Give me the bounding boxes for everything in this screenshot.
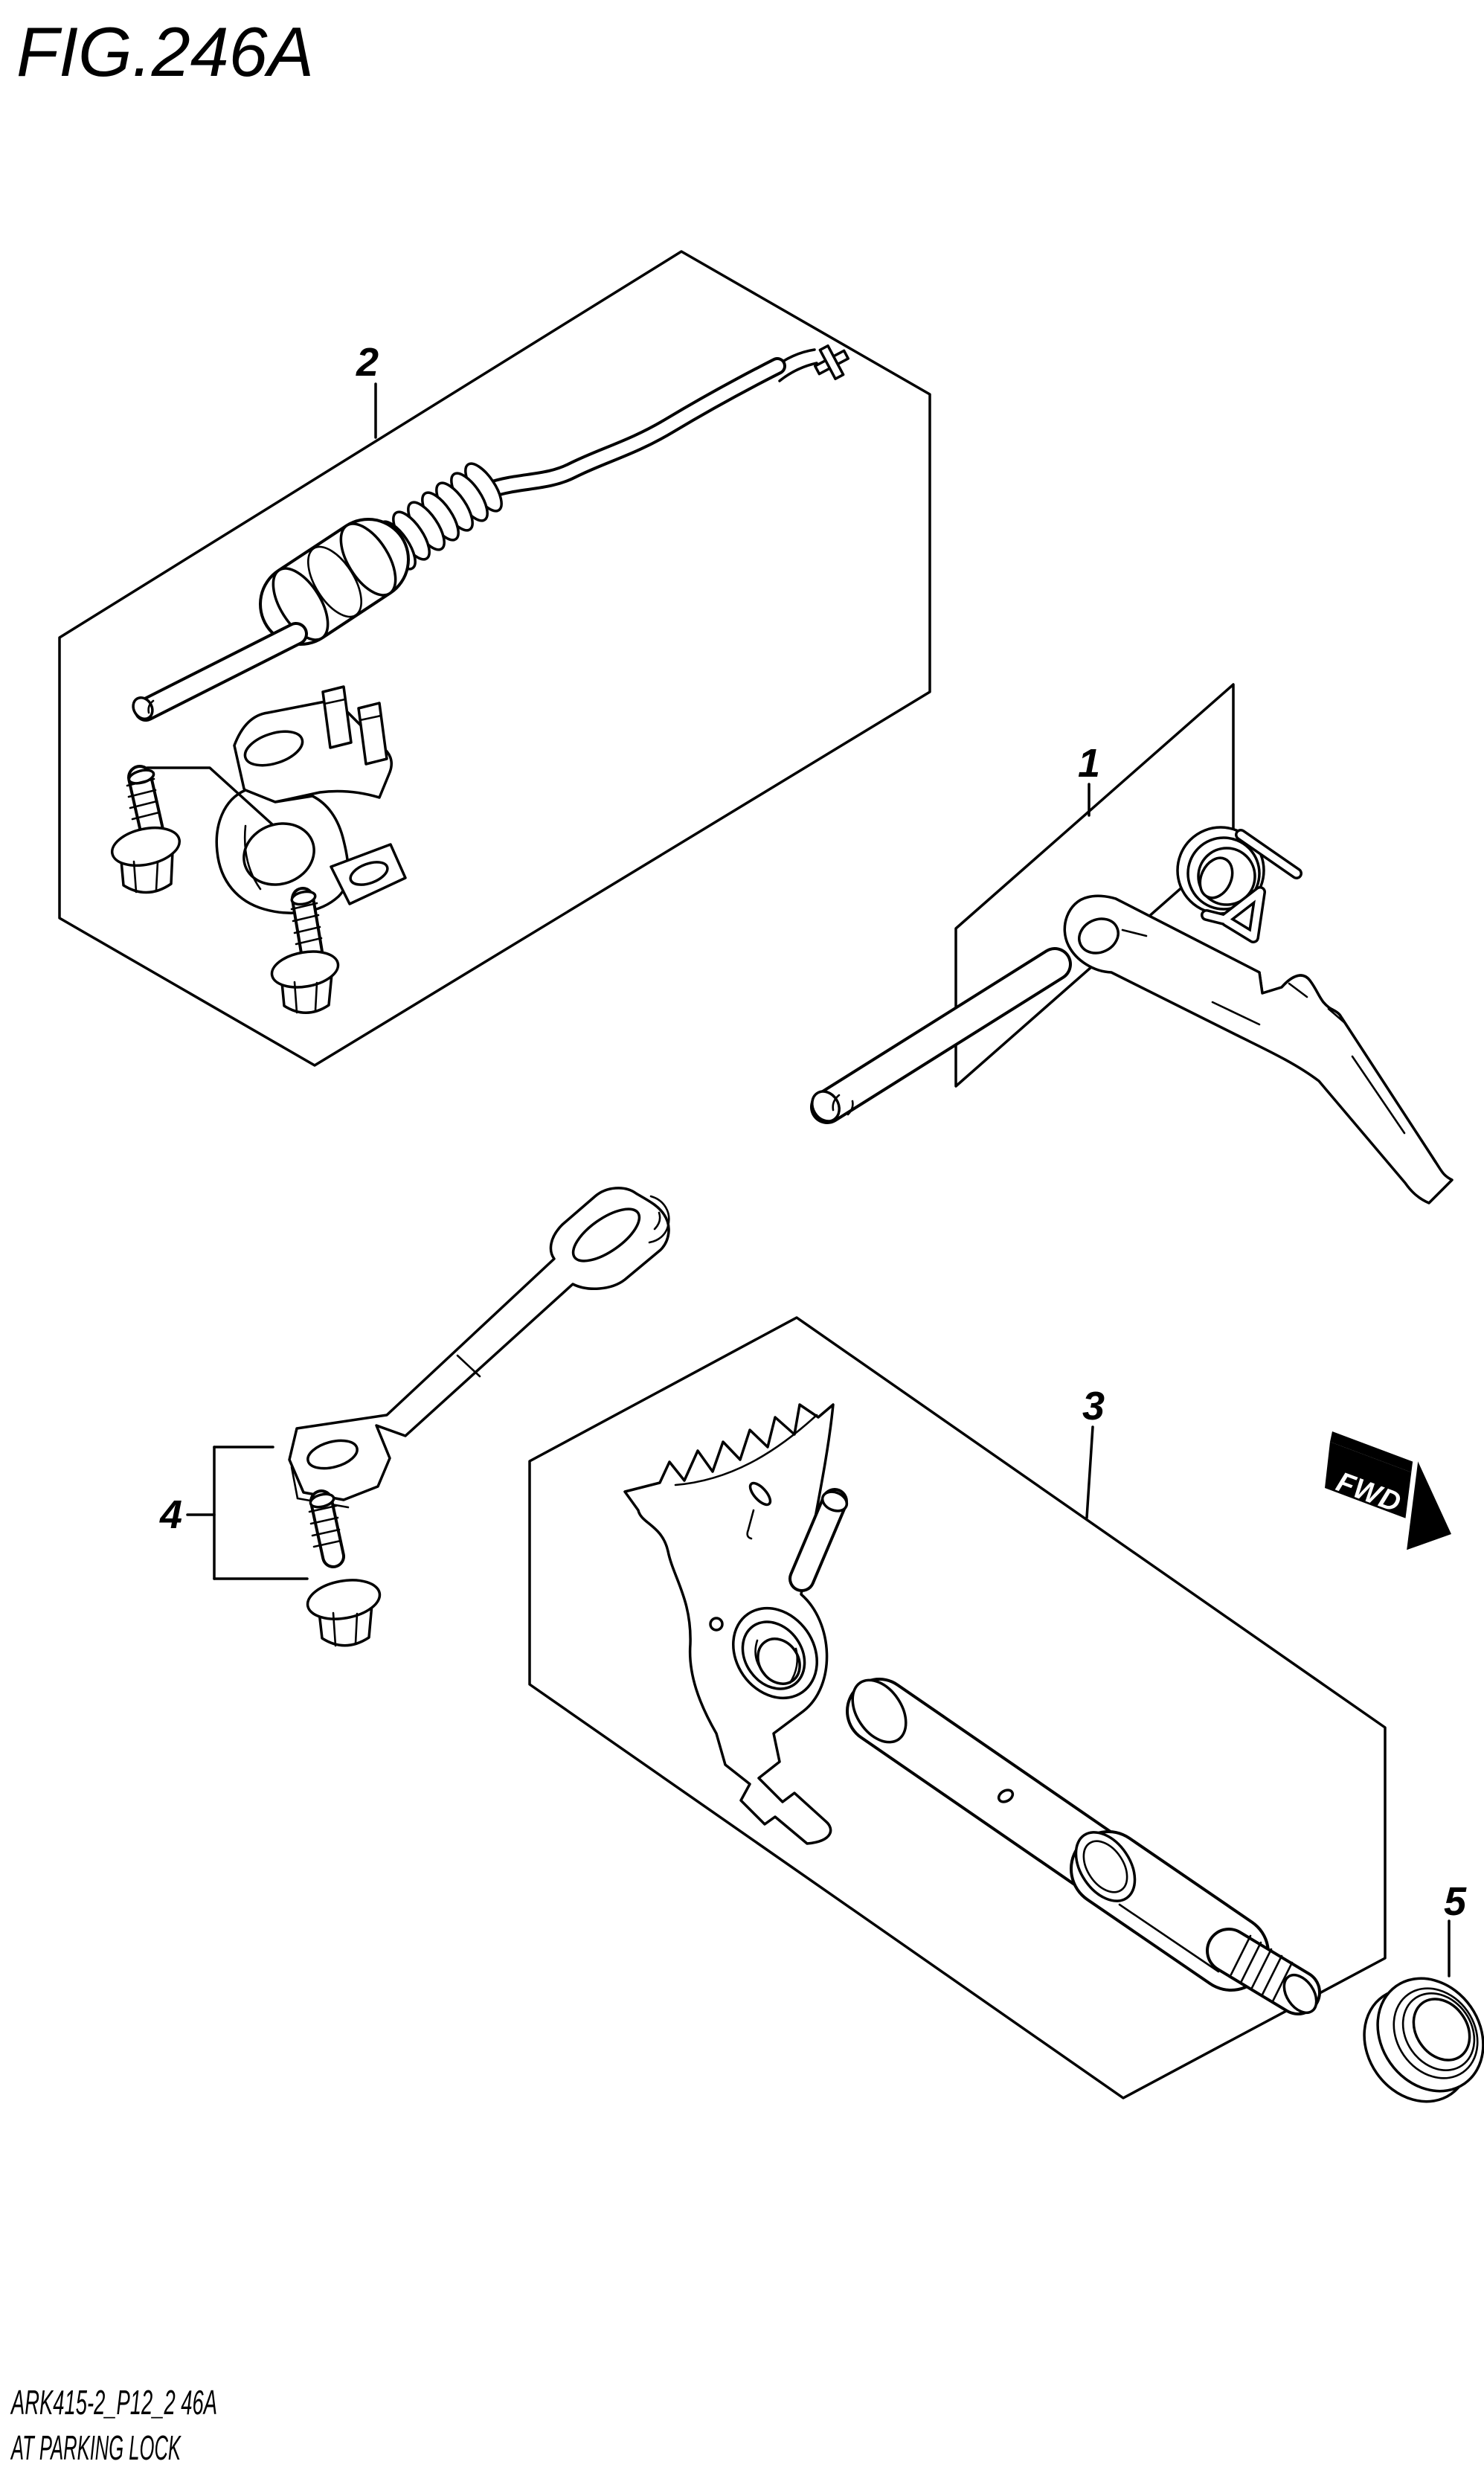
part3-box: [528, 1316, 1387, 2100]
callout-4-bracket: [186, 1446, 309, 1580]
seal-ring-drawing: [1363, 1977, 1484, 2103]
fwd-arrow-top-edge: [1330, 1431, 1416, 1473]
part4-group: 4: [159, 1187, 670, 1647]
fwd-arrow-head: [1405, 1461, 1451, 1550]
figure-title: FIG.246A: [16, 13, 314, 91]
part2-box: [58, 250, 931, 1067]
arm-drawing: [288, 1187, 670, 1509]
callout-3-leader: [1085, 1425, 1094, 1519]
callout-4-label: 4: [159, 1492, 182, 1537]
bolt-arm-icon: [306, 1489, 382, 1647]
part2-group: 2: [58, 250, 931, 1067]
part3-group: 3: [528, 1316, 1387, 2100]
fwd-arrow-gap: [1401, 1459, 1419, 1554]
callout-2-label: 2: [356, 340, 379, 385]
cable-housing: [259, 518, 410, 646]
bolt-left-icon: [110, 765, 182, 894]
bracket-leader: [146, 766, 274, 826]
part1-group: 1: [810, 683, 1454, 1204]
cable-drawing: [132, 344, 849, 722]
callout-3-label: 3: [1082, 1384, 1105, 1428]
bolt-bottom-icon: [270, 887, 340, 1014]
bracket-drawing: [146, 685, 407, 914]
spring-drawing: [1176, 826, 1302, 943]
part5-group: 5: [1363, 1879, 1484, 2103]
lever-drawing: [1063, 894, 1454, 1204]
callout-1-label: 1: [1078, 741, 1100, 786]
footer-drawing-code: ARK415-2_P12_2 46A: [10, 2383, 217, 2422]
footer-caption: AT PARKING LOCK: [10, 2428, 182, 2467]
shaft-drawing: [846, 1678, 1321, 2015]
cable-outer-inner: [485, 360, 783, 495]
fwd-arrow-body: [1325, 1442, 1413, 1519]
small-pin-drawing: [788, 1488, 849, 1592]
cable-inner-rod: [132, 622, 308, 722]
pawl-drawing: [623, 1403, 835, 1845]
callout-5-label: 5: [1444, 1879, 1467, 1924]
pivot-pin-drawing: [810, 947, 1072, 1124]
